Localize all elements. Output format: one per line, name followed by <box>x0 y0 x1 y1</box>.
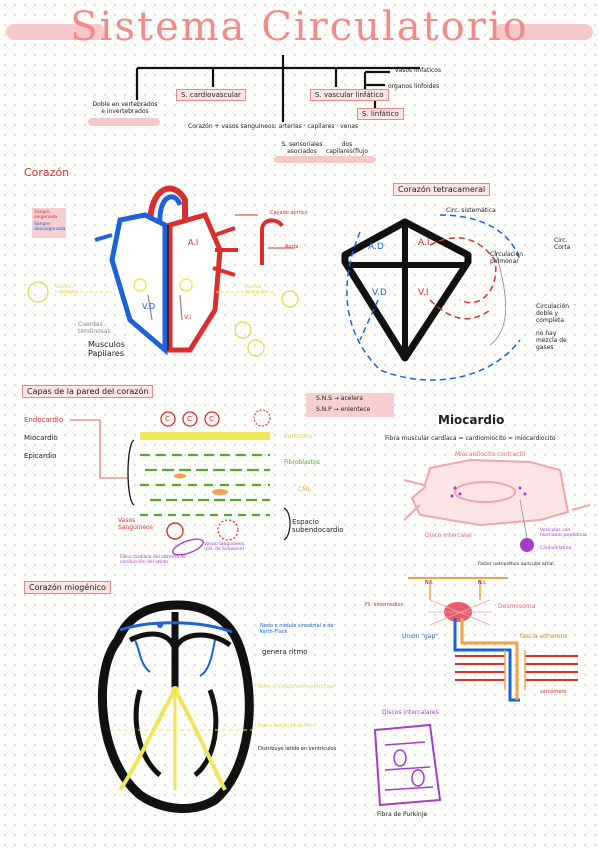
capas-circle-2: C <box>187 415 192 423</box>
capas-item-2: Miocardio <box>24 434 58 442</box>
fibra-purkinje: Fibra de Purkinje <box>377 811 428 818</box>
heart-chamber-2: A.I <box>188 238 199 247</box>
tree-right-node: S. vascular linfático <box>310 89 389 101</box>
fibra-top-left: N.I. <box>425 580 434 586</box>
tree-left-highlight <box>88 118 160 126</box>
miogenico-label-genera: genera ritmo <box>262 648 308 656</box>
tree-bottom-line: Corazón + vasos sanguíneos: arterias · c… <box>188 123 358 130</box>
tree-right-branch-3: S. linfático <box>357 108 404 120</box>
miogenico-label-distribuye: Distribuye latido en ventrículos <box>258 746 337 752</box>
label-cuerdas: Cuerdas tendinosas <box>78 321 111 335</box>
fibra-union: Unión "gap" <box>402 633 439 640</box>
label-musculos: Musculos Papilares <box>88 340 125 359</box>
label-valve-left: Válvula tricúspide <box>55 285 78 296</box>
miogenico-label-av: Nodo o nódulo atrioventricular <box>258 684 335 690</box>
miocardio-label-cardio: Cardiodilatina <box>540 546 572 551</box>
miogenico-heading: Corazón miogénico <box>24 581 111 594</box>
tree-left-node: Doble en vertebrados e invertebrados <box>92 101 158 115</box>
label-circ-doble: Circulación doble y completa <box>536 303 570 324</box>
legend-box <box>32 208 66 238</box>
miocardio-label-top: Miocardiocito contractil <box>455 451 526 458</box>
tree-sub-left: S. sensoriales asociados <box>281 141 323 155</box>
tree-center-node: S. cardiovascular <box>176 89 246 101</box>
tree-right-branch-1: vasos linfaticos <box>395 67 442 74</box>
capas-label-espacio: Espacio subendocardio <box>292 518 344 535</box>
label-aorta: Aorta <box>285 244 299 250</box>
miocardio-label-bottom: Factor natriurético auricular atrial <box>478 562 554 567</box>
capas-item-1: Endocardio <box>24 416 64 424</box>
miogenico-label-haz: Haz o fascículo de His <box>258 723 313 729</box>
tree-right-branch-2: organos linfoides <box>388 83 440 90</box>
heart-chamber-4: V.I <box>184 314 192 321</box>
capas-label-fibroblastos: Fibroblastos <box>284 459 320 466</box>
miocardio-heading: Miocardio <box>438 413 505 427</box>
sn-box <box>306 393 394 417</box>
tetra-chamber-vi: V.I <box>418 288 429 298</box>
snp-label: S.N.P → enlentece <box>316 406 371 413</box>
sns-label: S.N.S → acelera <box>316 395 363 402</box>
heart-chamber-3: V.D <box>142 302 156 311</box>
label-circ-sistemica: Circ. sistemática <box>446 207 496 214</box>
capas-circle-1: C <box>165 415 170 423</box>
fibra-discos: Discos intercalares <box>382 709 439 716</box>
miogenico-label-sa: Nodo o nódulo sinoatrial o de Keith-Flac… <box>260 623 334 635</box>
legend-desoxigenada: Sangre desoxigenada <box>34 222 66 233</box>
tetra-chamber-vd: V.D <box>372 288 387 298</box>
fibra-sarcomero: sarcómero <box>540 689 567 695</box>
miocardio-subtitle: Fibra muscular cardíaca = cardiomiocito … <box>385 435 556 442</box>
capas-label-fibra: Fibra cardíaca del sistema de conducción… <box>120 555 186 566</box>
tetracameral-heading: Corazón tetracameral <box>393 183 491 196</box>
capas-heading: Capas de la pared del corazón <box>22 385 154 398</box>
legend-oxigenada: Sangre oxigenada <box>34 210 58 221</box>
miocardio-label-vesicula: Vesículas con hormonas peptídicas <box>540 528 588 539</box>
capas-label-cml: CML <box>298 486 311 493</box>
tetra-chamber-ai: A.I <box>418 238 430 248</box>
capas-circle-3: C <box>209 415 214 423</box>
page-title: Sistema Circulatorio <box>70 4 529 50</box>
label-valve-right: Válvula bicúspide <box>245 285 267 296</box>
label-circ-pulmonar: Circulación pulmonar <box>490 251 524 265</box>
tetra-chamber-ad: A.D <box>368 242 384 252</box>
fibra-fil: Fil. intermedios <box>365 602 404 608</box>
label-no-mezcla: no hay mezcla de gases <box>536 330 567 351</box>
capas-item-3: Epicardio <box>24 452 57 460</box>
label-cayado: Cayado aórtico <box>270 210 308 216</box>
heart-chamber-1: A.I <box>127 238 140 247</box>
fibra-desmosoma: Desmosoma <box>498 603 536 610</box>
tree-sub-left-hl <box>274 156 328 163</box>
title-highlight-right <box>493 24 593 40</box>
tree-sub-right-hl <box>322 156 376 163</box>
capas-label-vasos-schwann: Vasos sanguíneos (cél. de Schwann) <box>204 542 245 553</box>
corazon-heading: Corazón <box>24 166 70 179</box>
capas-label-endotelio: Endotelio <box>284 433 313 440</box>
capas-label-vasos: Vasos Sanguíneos <box>118 517 153 531</box>
miocardio-label-disco: Disco intercalar <box>425 532 472 539</box>
fibra-top-right: N.I. <box>478 580 487 586</box>
fibra-fascia: fascia adherens <box>520 633 568 640</box>
title-highlight-left <box>6 24 106 40</box>
label-circ-corta: Circ. Corta <box>554 237 571 251</box>
